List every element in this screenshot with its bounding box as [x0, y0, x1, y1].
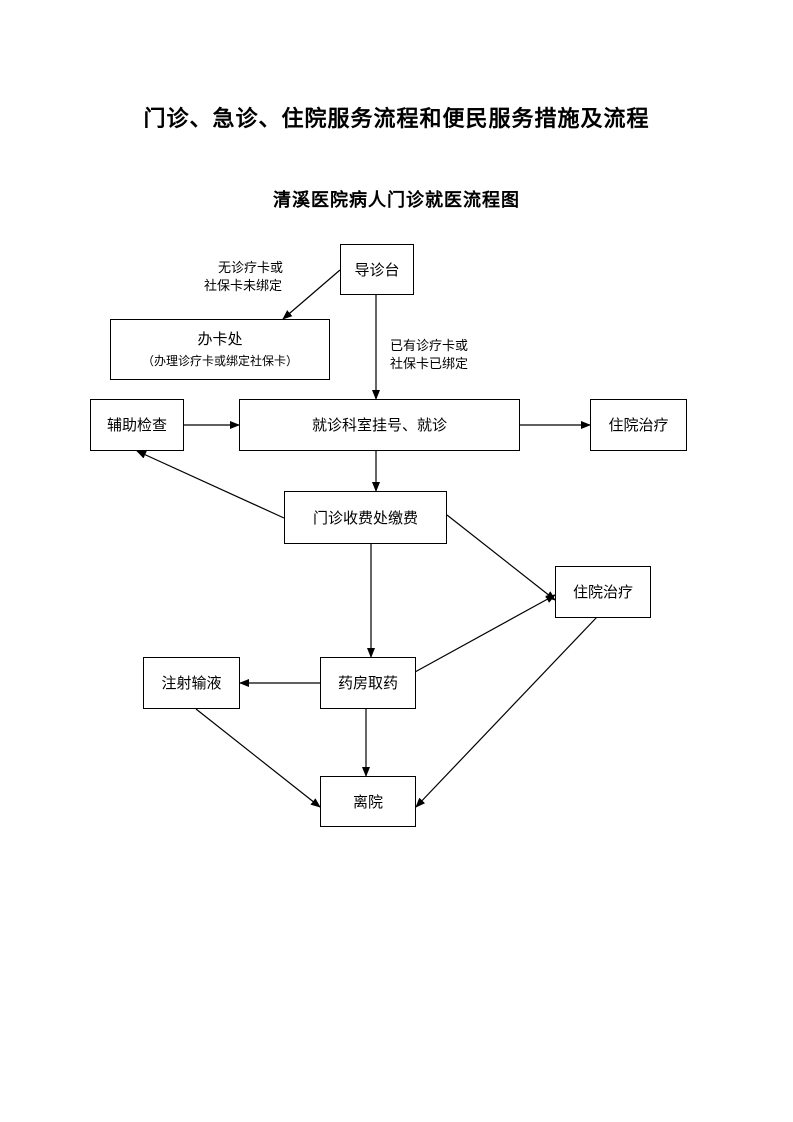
guide-desk-box: 导诊台 [340, 244, 414, 295]
pharmacy-label: 药房取药 [337, 674, 398, 692]
infusion-box: 注射输液 [143, 657, 240, 709]
no-card-line1: 无诊疗卡或 [218, 261, 284, 276]
arrow-inpatient-to-discharge [415, 616, 598, 808]
inpatient-label-middle: 住院治疗 [572, 583, 633, 601]
page-title: 门诊、急诊、住院服务流程和便民服务措施及流程 [143, 106, 650, 132]
arrow-pharmacy-to-inpatient [414, 594, 556, 673]
no-card-line2: 社保卡未绑定 [204, 279, 283, 294]
arrow-payment-to-inpatient [446, 514, 556, 601]
card-office-box: 办卡处 （办理诊疗卡或绑定社保卡） [110, 319, 330, 380]
no-card-note: 无诊疗卡或 社保卡未绑定 [204, 260, 283, 296]
registration-box: 就诊科室挂号、就诊 [239, 399, 520, 451]
guide-desk-label: 导诊台 [354, 260, 400, 279]
has-card-line1: 已有诊疗卡或 [390, 339, 469, 354]
registration-label: 就诊科室挂号、就诊 [311, 416, 447, 434]
payment-box: 门诊收费处缴费 [284, 491, 447, 544]
has-card-line2: 社保卡已绑定 [390, 357, 469, 372]
card-office-note: （办理诊疗卡或绑定社保卡） [141, 354, 298, 369]
aux-exam-label: 辅助检查 [106, 416, 167, 434]
inpatient-box-middle: 住院治疗 [555, 566, 651, 618]
payment-label: 门诊收费处缴费 [312, 508, 418, 527]
discharge-box: 离院 [320, 776, 416, 827]
discharge-label: 离院 [352, 792, 383, 811]
inpatient-label-top: 住院治疗 [608, 416, 669, 434]
infusion-label: 注射输液 [161, 674, 222, 692]
arrow-guide-to-card [282, 269, 341, 320]
card-office-label: 办卡处 [197, 330, 243, 349]
pharmacy-box: 药房取药 [320, 657, 416, 709]
arrow-infusion-to-discharge [195, 708, 321, 808]
flowchart-title: 清溪医院病人门诊就医流程图 [273, 190, 520, 211]
aux-exam-box: 辅助检查 [90, 399, 184, 451]
has-card-note: 已有诊疗卡或 社保卡已绑定 [390, 338, 468, 374]
arrow-payment-to-aux [136, 450, 285, 519]
inpatient-box-top: 住院治疗 [590, 399, 687, 451]
